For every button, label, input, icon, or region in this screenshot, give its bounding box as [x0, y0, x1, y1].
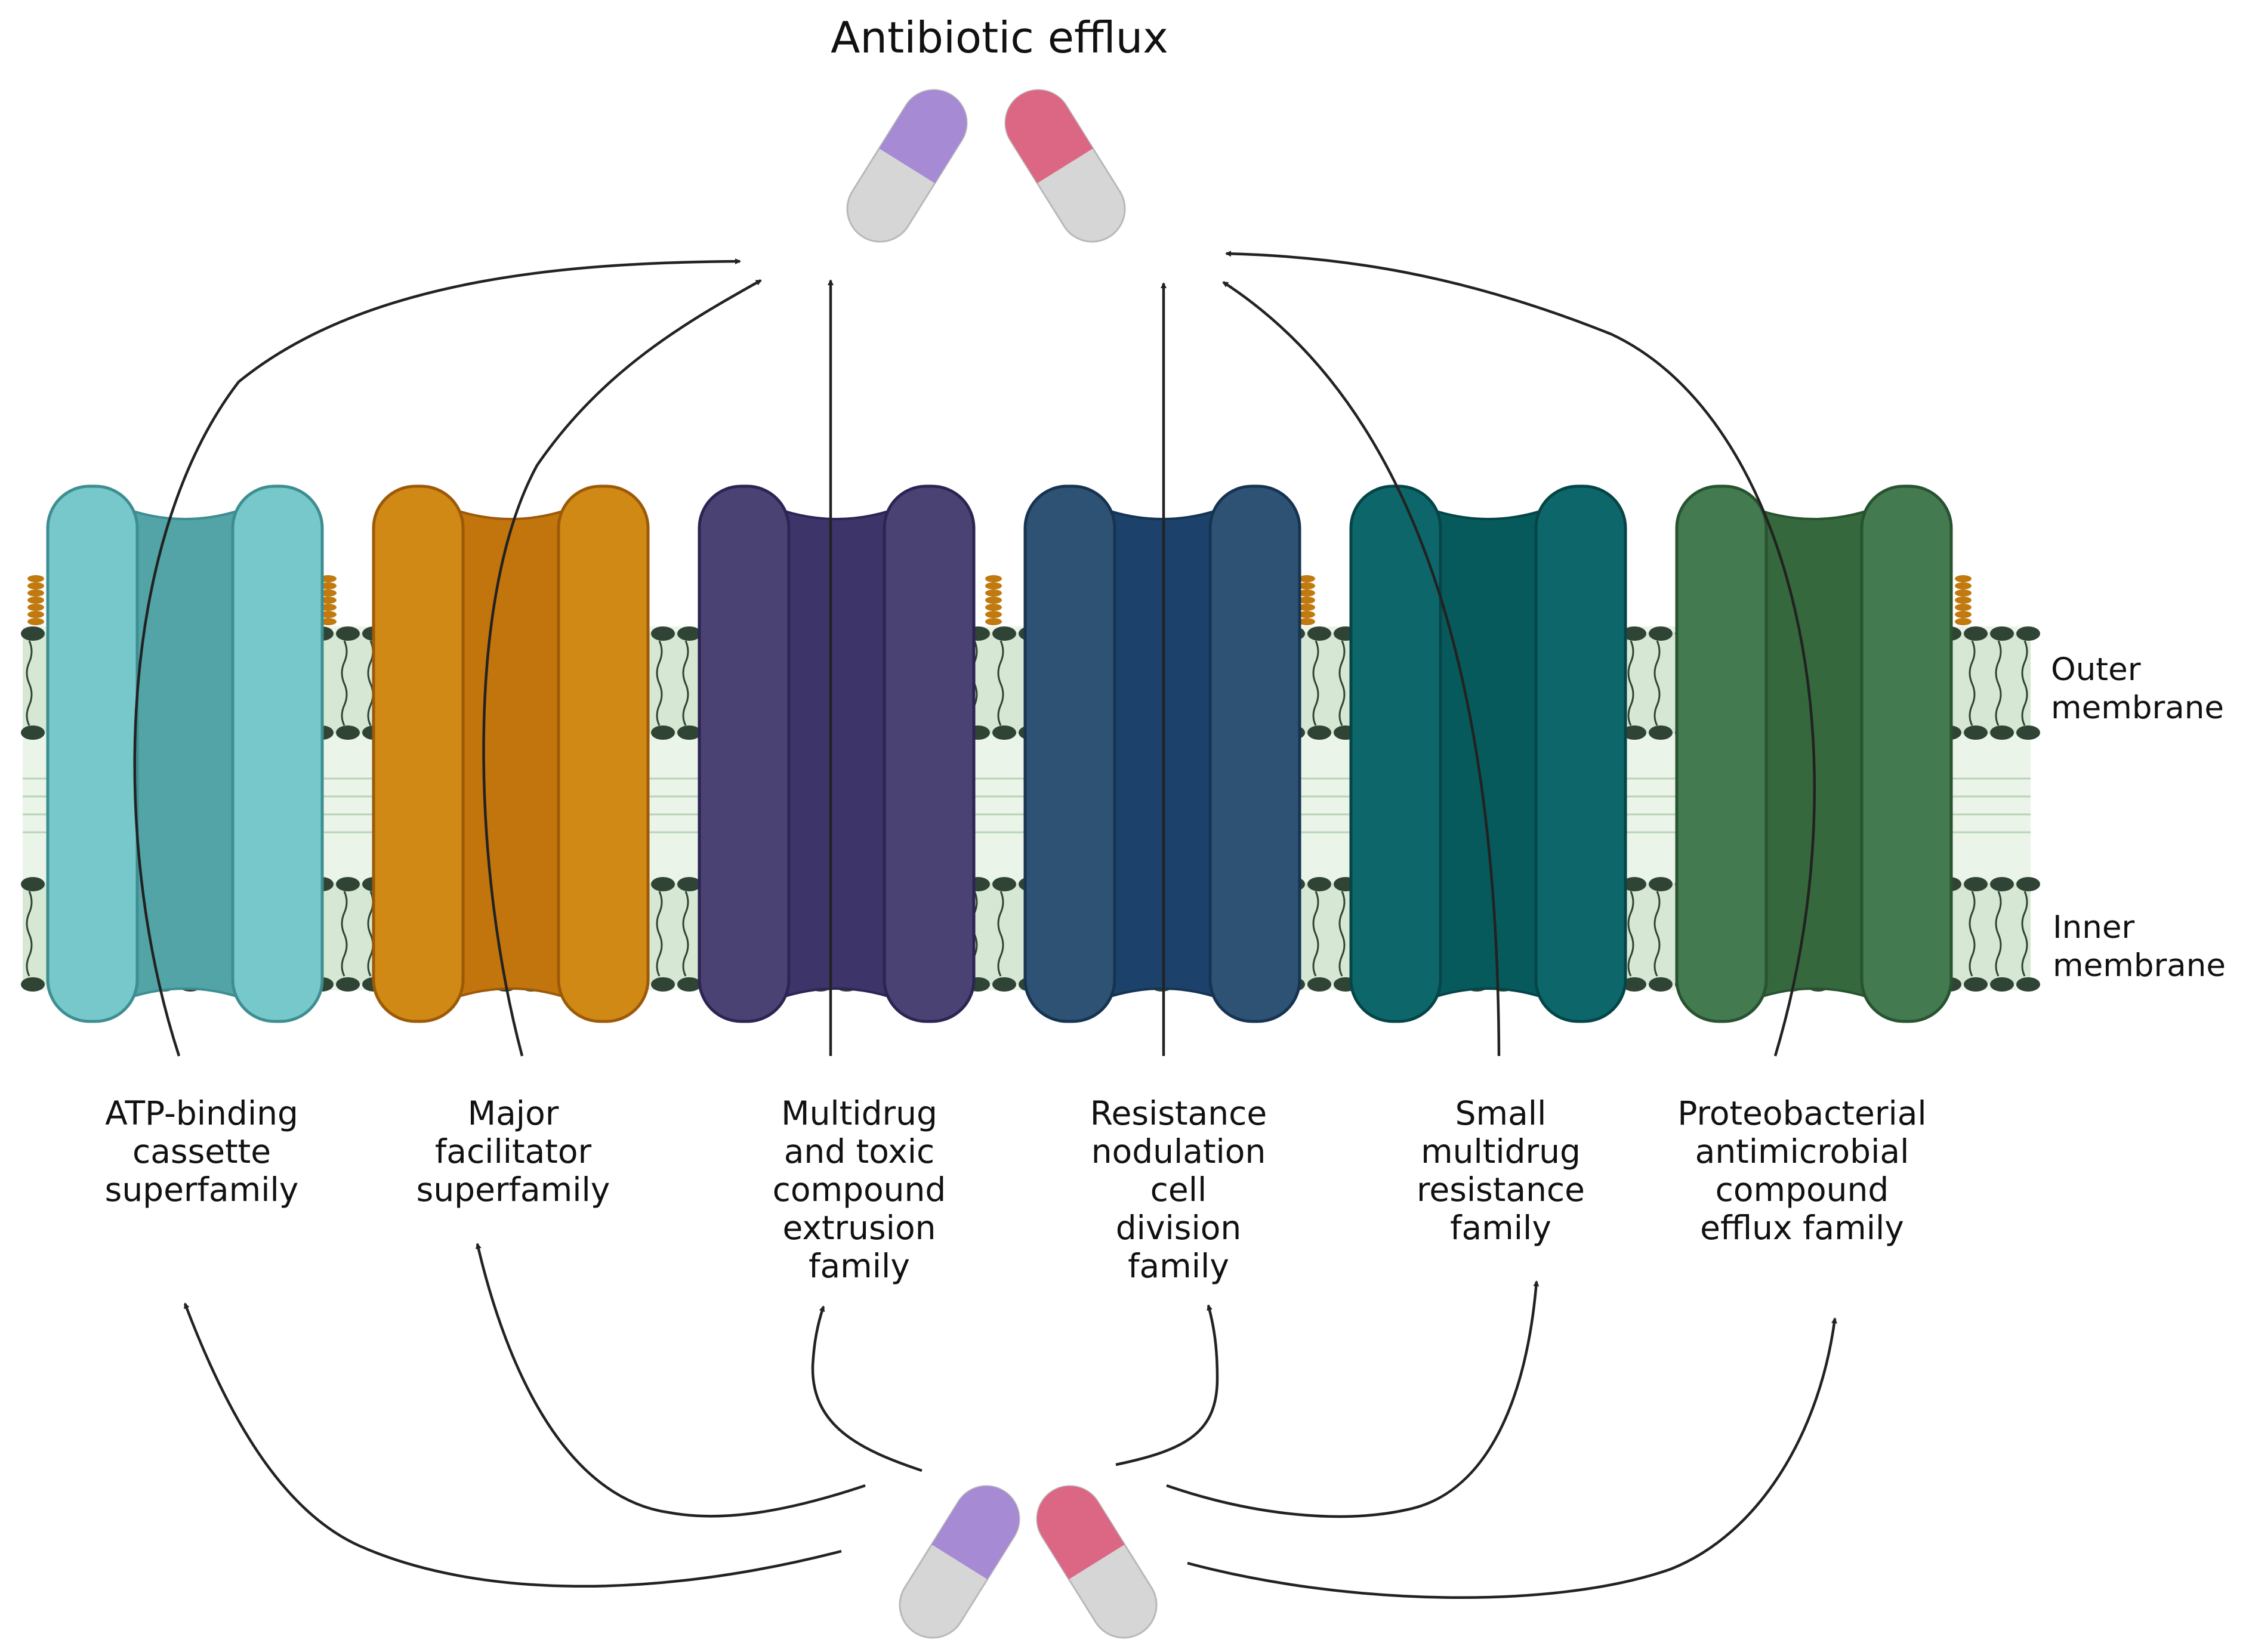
pace-efflux-arrow [1225, 251, 1816, 1057]
label-line: facilitator [435, 1132, 592, 1171]
uptake-arrows [183, 1243, 1837, 1599]
label-line: cassette [132, 1132, 271, 1171]
transporter-mfs [372, 484, 650, 1023]
inner-membrane-label: Inner membrane [2053, 909, 2226, 984]
mfs-uptake-arrow [475, 1243, 866, 1518]
label-line: nodulation [1091, 1132, 1266, 1171]
label-line: family [1450, 1209, 1551, 1247]
label-line: division [1116, 1209, 1241, 1247]
label-line: Small [1455, 1094, 1547, 1132]
efflux-arrows [133, 251, 1816, 1057]
label-line: efflux family [1700, 1209, 1904, 1247]
rnd-uptake-arrow [1115, 1304, 1219, 1466]
pace-uptake-arrow [1187, 1317, 1837, 1599]
label-line: family [809, 1247, 910, 1285]
label-line: superfamily [417, 1171, 610, 1209]
abc-efflux-arrow [133, 258, 741, 1057]
label-line: superfamily [105, 1171, 299, 1209]
label-line: cell [1150, 1171, 1207, 1209]
outer-membrane-label: Outer membrane [2051, 651, 2224, 726]
label-line: Multidrug [781, 1094, 937, 1132]
smr-efflux-arrow [1222, 281, 1501, 1057]
label-line: family [1128, 1247, 1229, 1285]
capsule-purple-icon [899, 1485, 1020, 1639]
transporter-smr [1349, 484, 1627, 1023]
label-line: compound [1716, 1171, 1889, 1209]
label-line: extrusion [783, 1209, 936, 1247]
diagram-title: Antibiotic efflux [831, 13, 1168, 63]
transporter-mate [698, 484, 976, 1023]
transporter-abc [46, 484, 324, 1023]
mfs-efflux-arrow [482, 279, 762, 1057]
label-line: Proteobacterial [1677, 1094, 1926, 1132]
label-line: resistance [1417, 1171, 1585, 1209]
mate-uptake-arrow [811, 1305, 923, 1472]
label-line: Resistance [1090, 1094, 1267, 1132]
label-line: compound [773, 1171, 946, 1209]
label-line: Major [468, 1094, 559, 1132]
top-capsules [846, 89, 1126, 243]
label-line: and toxic [784, 1132, 935, 1171]
label-line: ATP-binding [105, 1094, 298, 1132]
bottom-capsules [899, 1485, 1158, 1639]
smr-uptake-arrow [1166, 1280, 1540, 1518]
label-line: antimicrobial [1695, 1132, 1909, 1171]
capsule-purple-icon [846, 89, 968, 243]
label-line: multidrug [1421, 1132, 1581, 1171]
capsule-pink-icon [1004, 89, 1126, 243]
membrane-side-labels: Outer membrane Inner membrane [2051, 651, 2226, 984]
capsule-pink-icon [1036, 1485, 1158, 1639]
abc-uptake-arrow [183, 1302, 842, 1588]
